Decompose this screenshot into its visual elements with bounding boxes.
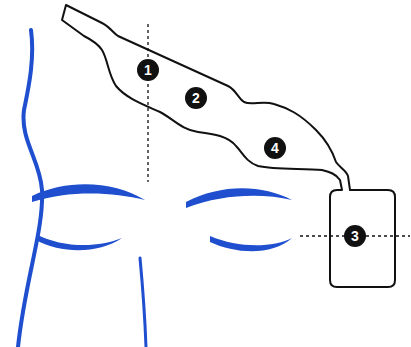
callout-number: 3 bbox=[344, 225, 366, 247]
eyebrow-left bbox=[32, 184, 145, 202]
callout-circle bbox=[137, 59, 159, 81]
callout-circle bbox=[264, 137, 286, 159]
face-contour bbox=[18, 30, 42, 347]
callout-number: 2 bbox=[185, 87, 207, 109]
eye-left bbox=[36, 234, 122, 250]
electrode-strip bbox=[62, 5, 395, 287]
eye-right bbox=[210, 236, 292, 251]
callout-number: 4 bbox=[264, 137, 286, 159]
eyebrow-right bbox=[186, 188, 292, 208]
nose-line bbox=[140, 258, 146, 347]
callout-number: 1 bbox=[137, 59, 159, 81]
callout-circle bbox=[185, 87, 207, 109]
callout-circle bbox=[344, 225, 366, 247]
midline-dashed bbox=[147, 24, 148, 182]
